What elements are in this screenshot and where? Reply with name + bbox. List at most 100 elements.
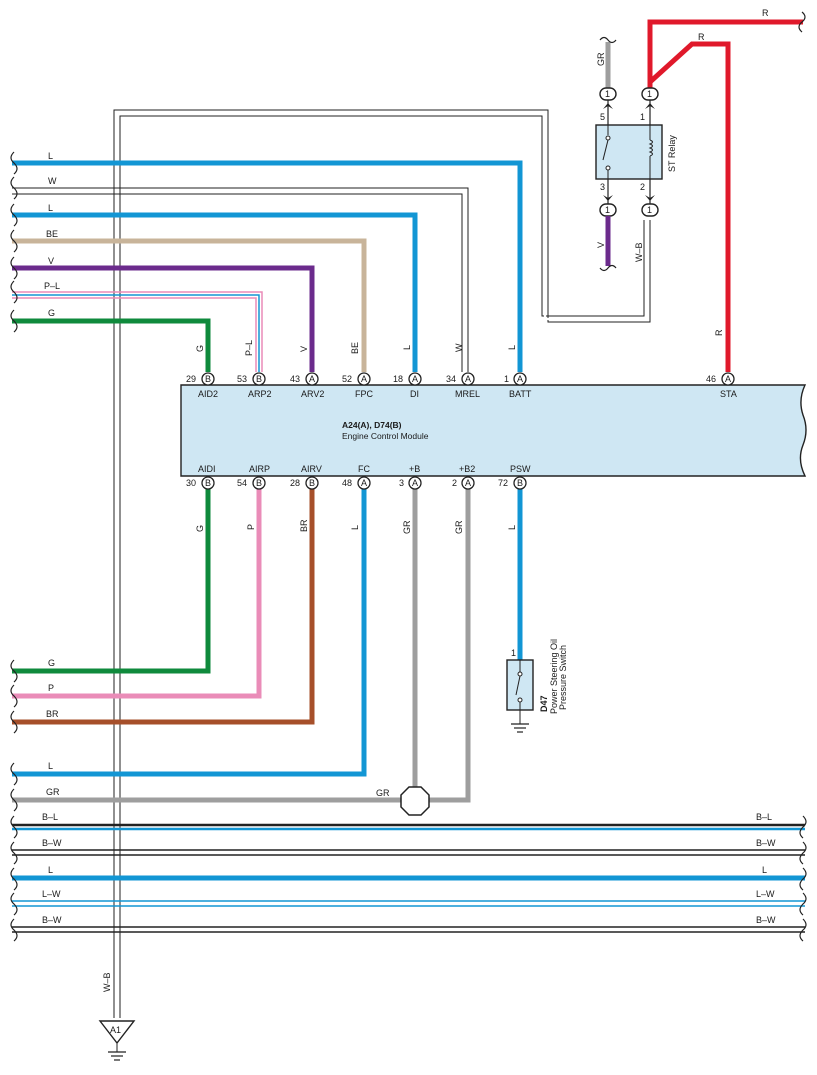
bus-label-left: L–W bbox=[42, 889, 61, 899]
ecm-box: A24(A), D74(B) Engine Control Module bbox=[180, 384, 807, 477]
ecm-code: A24(A), D74(B) bbox=[342, 420, 402, 430]
svg-text:DI: DI bbox=[410, 389, 419, 399]
svg-text:P: P bbox=[246, 524, 256, 530]
svg-text:G: G bbox=[48, 658, 55, 668]
bottom-left-wire-labels: G P BR L GR bbox=[46, 658, 60, 797]
svg-text:PSW: PSW bbox=[510, 464, 531, 474]
top-left-wires bbox=[12, 160, 523, 372]
svg-text:30: 30 bbox=[186, 478, 196, 488]
svg-text:B: B bbox=[205, 478, 211, 488]
wire-label: R bbox=[698, 32, 705, 42]
svg-text:B: B bbox=[517, 478, 523, 488]
switch-name-2: Pressure Switch bbox=[558, 645, 568, 710]
conn-label: 1 bbox=[647, 205, 652, 215]
svg-text:A: A bbox=[361, 478, 367, 488]
svg-text:A: A bbox=[465, 374, 471, 384]
svg-text:72: 72 bbox=[498, 478, 508, 488]
relay-pin: 5 bbox=[600, 112, 605, 122]
wire-label: L bbox=[48, 203, 53, 213]
svg-text:ARV2: ARV2 bbox=[301, 389, 324, 399]
svg-text:A: A bbox=[517, 374, 523, 384]
svg-text:MREL: MREL bbox=[455, 389, 480, 399]
wire-label: W–B bbox=[634, 242, 644, 262]
svg-text:STA: STA bbox=[720, 389, 737, 399]
wire-label: V bbox=[48, 256, 54, 266]
wire-label: GR bbox=[596, 52, 606, 66]
psw-switch: 1 D47 Power Steering Oil Pressure Switch bbox=[506, 639, 568, 733]
svg-text:GR: GR bbox=[454, 520, 464, 534]
svg-text:3: 3 bbox=[399, 478, 404, 488]
wire-label: P–L bbox=[44, 281, 60, 291]
svg-text:BE: BE bbox=[350, 342, 360, 354]
svg-text:AIRP: AIRP bbox=[249, 464, 270, 474]
left-wire-breaks-bottom bbox=[10, 659, 18, 812]
svg-text:A: A bbox=[309, 374, 315, 384]
svg-text:A: A bbox=[725, 374, 731, 384]
top-left-wire-labels: L W L BE V P–L G bbox=[44, 151, 60, 318]
svg-text:FC: FC bbox=[358, 464, 370, 474]
svg-text:BR: BR bbox=[46, 709, 59, 719]
bus-label-left: B–L bbox=[42, 812, 58, 822]
svg-text:53: 53 bbox=[237, 374, 247, 384]
bus-label-right: B–W bbox=[756, 915, 776, 925]
ground-wire-label: W–B bbox=[102, 972, 112, 992]
svg-text:AIRV: AIRV bbox=[301, 464, 322, 474]
svg-text:B: B bbox=[256, 374, 262, 384]
bus-label-right: L–W bbox=[756, 889, 775, 899]
switch-pin: 1 bbox=[511, 648, 516, 658]
svg-text:A: A bbox=[361, 374, 367, 384]
svg-text:GR: GR bbox=[46, 787, 60, 797]
svg-text:B: B bbox=[256, 478, 262, 488]
wire-label: W bbox=[48, 176, 57, 186]
svg-text:V: V bbox=[299, 346, 309, 352]
wire-label: L bbox=[48, 151, 53, 161]
left-wire-breaks-top bbox=[10, 151, 18, 333]
ground-a1: W–B A1 bbox=[98, 972, 136, 1061]
svg-text:B: B bbox=[309, 478, 315, 488]
bus-label-left: B–W bbox=[42, 838, 62, 848]
svg-text:AID2: AID2 bbox=[198, 389, 218, 399]
junction-wire-label: GR bbox=[376, 788, 390, 798]
bus-label-right: L bbox=[762, 865, 767, 875]
bus-label-right: B–W bbox=[756, 838, 776, 848]
ground-wire-wb bbox=[113, 109, 651, 1018]
svg-text:G: G bbox=[195, 525, 205, 532]
wire-label: R bbox=[762, 8, 769, 18]
conn-label: 1 bbox=[647, 89, 652, 99]
svg-text:ARP2: ARP2 bbox=[248, 389, 272, 399]
relay-pin: 3 bbox=[600, 182, 605, 192]
svg-text:L: L bbox=[402, 345, 412, 350]
st-relay: GR 1 1 5 1 ST Relay 3 2 1 1 bbox=[595, 36, 677, 272]
bottom-wires: GR bbox=[12, 489, 523, 816]
svg-text:43: 43 bbox=[290, 374, 300, 384]
svg-text:46: 46 bbox=[706, 374, 716, 384]
svg-text:B: B bbox=[205, 374, 211, 384]
svg-text:L: L bbox=[507, 345, 517, 350]
ground-label: A1 bbox=[110, 1025, 121, 1035]
svg-text:BATT: BATT bbox=[509, 389, 532, 399]
svg-text:L: L bbox=[350, 525, 360, 530]
svg-text:29: 29 bbox=[186, 374, 196, 384]
wire-label: G bbox=[48, 308, 55, 318]
top-pin-wire-labels: G P–L V BE L W L bbox=[195, 340, 517, 356]
svg-text:A: A bbox=[412, 374, 418, 384]
wire-label: R bbox=[714, 329, 724, 336]
svg-text:G: G bbox=[195, 345, 205, 352]
svg-text:48: 48 bbox=[342, 478, 352, 488]
conn-label: 1 bbox=[605, 89, 610, 99]
bottom-pin-wire-labels: G P BR L GR GR L bbox=[195, 519, 517, 534]
svg-text:18: 18 bbox=[393, 374, 403, 384]
switch-code: D47 bbox=[539, 695, 549, 712]
svg-text:A: A bbox=[465, 478, 471, 488]
svg-text:+B2: +B2 bbox=[459, 464, 475, 474]
svg-text:28: 28 bbox=[290, 478, 300, 488]
bus-wires: B–L B–L B–W B–W L L L–W L–W B–W B–W bbox=[10, 812, 807, 942]
bus-label-right: B–L bbox=[756, 812, 772, 822]
svg-text:W: W bbox=[454, 343, 464, 352]
svg-text:A: A bbox=[412, 478, 418, 488]
svg-text:+B: +B bbox=[409, 464, 420, 474]
svg-text:P: P bbox=[48, 683, 54, 693]
bus-label-left: B–W bbox=[42, 915, 62, 925]
wire-label: BE bbox=[46, 229, 58, 239]
